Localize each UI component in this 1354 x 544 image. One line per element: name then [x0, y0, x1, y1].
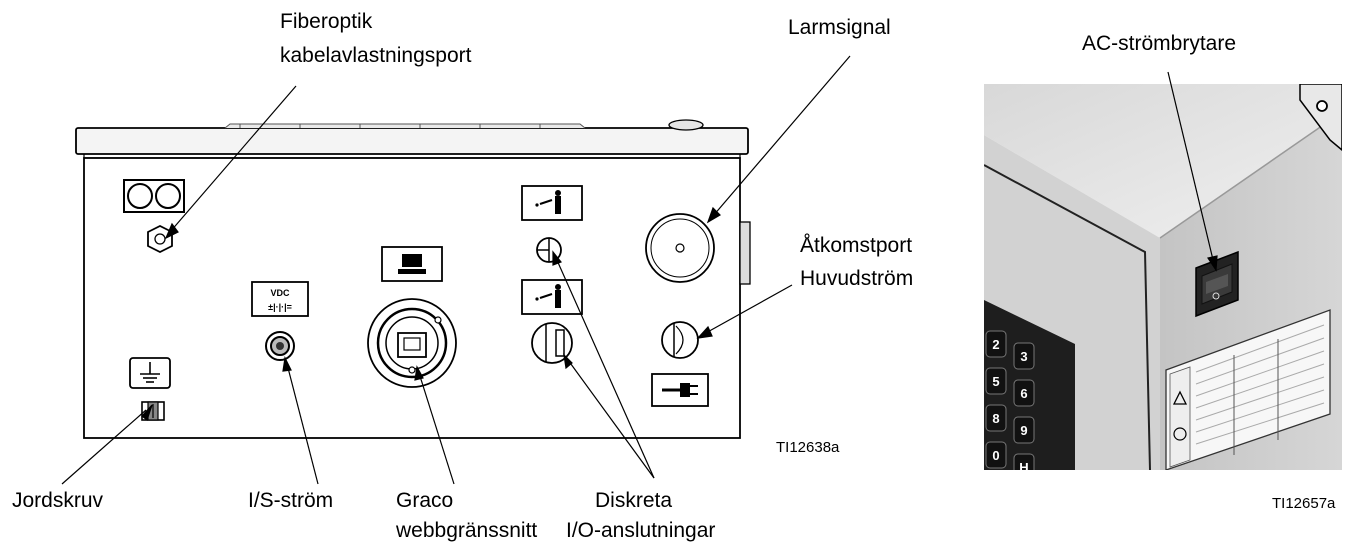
keypad-key-9: 9: [1020, 423, 1027, 438]
box-lid: [76, 128, 748, 154]
keypad-key-3: 3: [1020, 349, 1027, 364]
fiber-optic-double-port: [124, 180, 184, 212]
keypad-key-0: 0: [992, 448, 999, 463]
discrete-io-label-line1: Diskreta: [595, 489, 672, 512]
lid-ridges: [225, 124, 585, 128]
keypad-key-8: 8: [992, 411, 999, 426]
ground-screw-label: Jordskruv: [12, 489, 104, 512]
graco-web-connector: [368, 299, 456, 387]
access-port-label-line2: Huvudström: [800, 267, 913, 290]
right-figure-code: TI12657a: [1272, 495, 1336, 512]
discrete-io-plate-1: [522, 186, 582, 220]
vdc-label: VDC: [270, 288, 290, 298]
fiber-optic-label-line1: Fiberoptik: [280, 10, 373, 33]
computer-icon-plate: [382, 247, 442, 281]
side-latch: [740, 222, 750, 284]
alarm-label: Larmsignal: [788, 16, 891, 39]
graco-label-line2: webbgränssnitt: [395, 519, 537, 542]
battery-symbol: ±|·|·|=: [268, 302, 292, 312]
lid-knob: [669, 120, 703, 130]
keypad-key-2: 2: [992, 337, 999, 352]
is-power-connector: [266, 332, 294, 360]
keypad-key-6: 6: [1020, 386, 1027, 401]
alarm-speaker: [646, 214, 714, 282]
control-box-front: VDC ±|·|·|=: [76, 120, 750, 438]
fiber-optic-label-line2: kabelavlastningsport: [280, 44, 472, 67]
main-power-access-port: [662, 322, 698, 358]
left-figure-code: TI12638a: [776, 439, 840, 456]
fiber-strain-relief-nut: [148, 226, 172, 252]
access-port-label-line1: Åtkomstport: [800, 234, 912, 257]
keypad-key-h: H: [1019, 460, 1028, 475]
vdc-label-plate: VDC ±|·|·|=: [252, 282, 308, 316]
discrete-io-label-line2: I/O-anslutningar: [566, 519, 715, 542]
ac-switch-label: AC-strömbrytare: [1082, 32, 1236, 55]
keypad-key-5: 5: [992, 374, 999, 389]
power-plug-icon: [652, 374, 708, 406]
graco-label-line1: Graco: [396, 489, 453, 512]
is-power-label: I/S-ström: [248, 489, 333, 512]
box-corner-photo: 2 3 5 6 8 9 0 H: [984, 84, 1342, 480]
ground-symbol-plate: [130, 358, 170, 388]
